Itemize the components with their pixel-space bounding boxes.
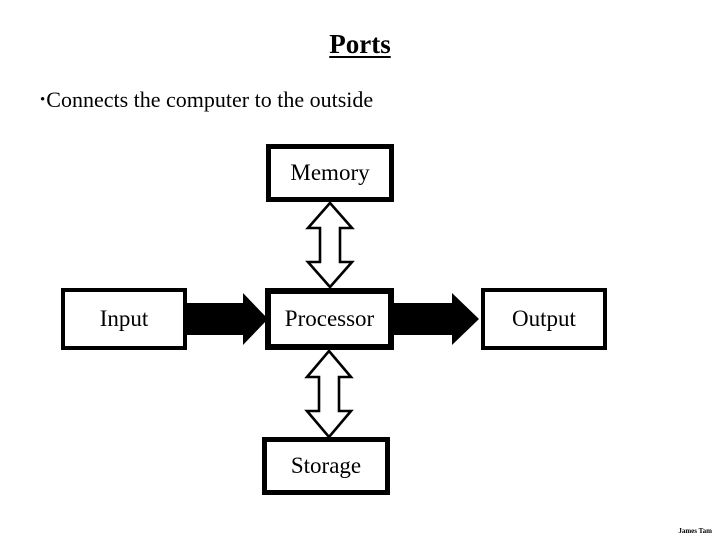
diagram-node-memory-label: Memory bbox=[290, 160, 370, 185]
arrow-input-to-processor bbox=[187, 293, 268, 345]
diagram-node-processor: Processor bbox=[265, 288, 394, 350]
bullet-item-label: Connects the computer to the outside bbox=[46, 87, 374, 112]
diagram-node-input-label: Input bbox=[99, 306, 149, 331]
bullet-list-item: •Connects the computer to the outside bbox=[40, 87, 373, 113]
diagram-node-storage-label: Storage bbox=[290, 453, 362, 478]
arrow-processor-to-output bbox=[394, 293, 479, 345]
diagram-node-processor-label: Processor bbox=[284, 306, 375, 331]
diagram-node-input: Input bbox=[61, 288, 187, 350]
arrow-memory-processor-bidirectional bbox=[305, 201, 355, 289]
footer-attribution: James Tam bbox=[678, 527, 712, 535]
diagram-node-output-label: Output bbox=[512, 306, 576, 331]
diagram-node-output: Output bbox=[481, 288, 607, 350]
page-title-text: Ports bbox=[329, 29, 391, 59]
arrow-processor-storage-bidirectional bbox=[304, 348, 354, 440]
diagram-node-storage: Storage bbox=[262, 437, 390, 495]
diagram-node-memory: Memory bbox=[266, 144, 394, 202]
page-title: Ports bbox=[0, 28, 720, 60]
bullet-point-icon: • bbox=[40, 92, 46, 108]
